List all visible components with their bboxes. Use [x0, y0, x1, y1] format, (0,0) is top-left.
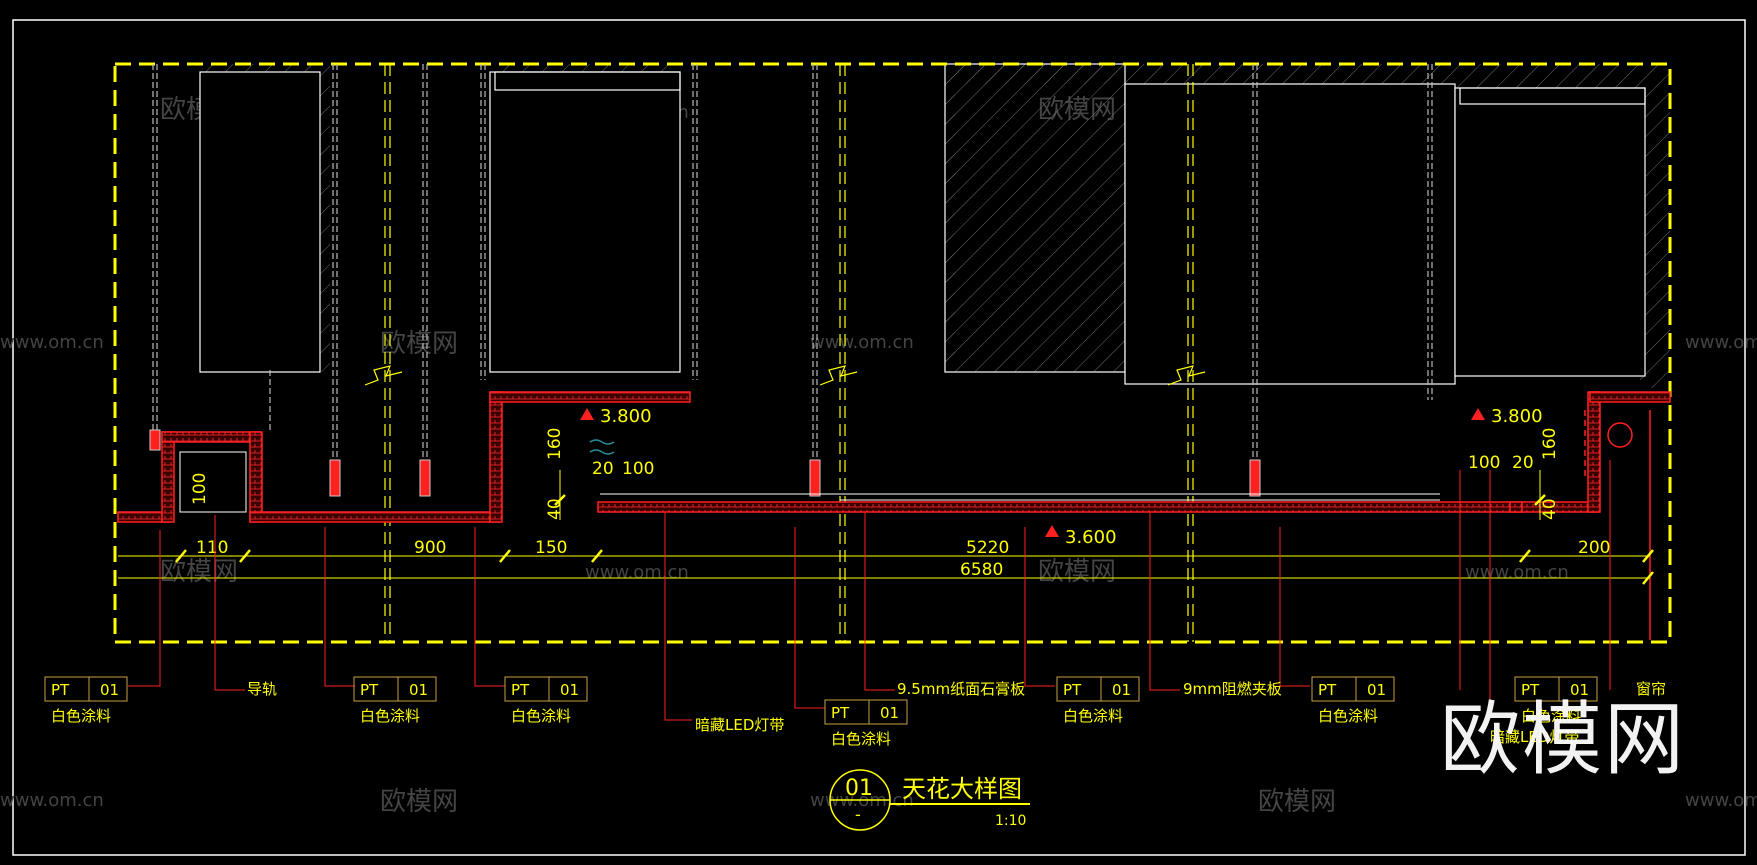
dimension-label: 40	[545, 498, 565, 520]
dimension-label: 100	[1468, 453, 1500, 473]
break-symbols	[364, 365, 1206, 386]
svg-text:01: 01	[880, 704, 899, 722]
svg-text:PT: PT	[1063, 681, 1082, 699]
svg-text:白色涂料: 白色涂料	[511, 707, 571, 725]
svg-text:01: 01	[560, 681, 579, 699]
beam-block	[1124, 83, 1456, 385]
svg-text:PT: PT	[1318, 681, 1337, 699]
ceiling-lines	[179, 451, 1440, 513]
dimension-label: 100	[622, 459, 654, 479]
material-tag: PT 01 白色涂料	[353, 676, 437, 725]
hanger-rods	[152, 64, 1433, 470]
watermark-url: www.om.cn	[1685, 332, 1757, 353]
watermark-brand: 欧模网	[160, 557, 238, 587]
svg-text:白色涂料: 白色涂料	[1063, 707, 1123, 725]
dimension-label: 160	[545, 428, 565, 460]
callout-led-right: 暗藏LED灯带	[1490, 728, 1579, 746]
watermark-url: www.om.cn	[810, 332, 914, 353]
dimension-ticks	[175, 494, 1654, 585]
dimension-label: 900	[414, 538, 446, 558]
svg-text:PT: PT	[831, 704, 850, 722]
svg-text:01: 01	[1112, 681, 1131, 699]
watermark-url: www.om.cn	[1685, 790, 1757, 811]
callout-rail: 导轨	[247, 680, 277, 698]
concrete-slab	[115, 63, 1670, 388]
gypsum-board-profile	[117, 391, 1671, 523]
dimension-label: 100	[190, 473, 210, 505]
hanger-brackets	[149, 429, 1261, 497]
svg-text:白色涂料: 白色涂料	[831, 730, 891, 748]
sheet-frame	[12, 19, 1746, 856]
svg-text:白色涂料: 白色涂料	[51, 707, 111, 725]
watermark-brand: 欧模网	[1258, 787, 1336, 817]
dimension-label: 20	[592, 459, 614, 479]
svg-text:01: 01	[100, 681, 119, 699]
watermark-url: www.om.cn	[0, 332, 104, 353]
watermark-brand: 欧模网	[380, 329, 458, 359]
callout-led-left: 暗藏LED灯带	[695, 716, 784, 734]
svg-text:白色涂料: 白色涂料	[1318, 707, 1378, 725]
callout-curtain: 窗帘	[1636, 680, 1666, 698]
dimension-label: 6580	[960, 560, 1003, 580]
leader-lines	[128, 460, 1611, 721]
svg-text:01: 01	[409, 681, 428, 699]
dimension-lines	[118, 470, 1650, 579]
title-block: 01 - 天花大样图 1:10	[829, 769, 1030, 831]
dimension-label: 110	[196, 538, 228, 558]
beam-block	[199, 71, 321, 373]
dimension-label: 40	[1540, 498, 1560, 520]
dimension-label: 150	[535, 538, 567, 558]
drawing-scale: 1:10	[995, 813, 1026, 829]
break-lines	[384, 64, 1194, 642]
beam-block	[1454, 87, 1646, 377]
svg-text:PT: PT	[51, 681, 70, 699]
elevation-label: 3.600	[1065, 527, 1117, 548]
detail-number: 01	[845, 776, 873, 801]
curtain-box	[1584, 410, 1651, 640]
watermark-logo: 欧模网	[1440, 693, 1686, 786]
dimension-labels: 100 110 900 150 160 20 100 40 5220 6580 …	[190, 428, 1610, 580]
dimension-label: 160	[1540, 428, 1560, 460]
beam-block	[944, 63, 1126, 373]
svg-text:PT: PT	[1521, 681, 1540, 699]
watermark-url: www.om.cn	[1465, 562, 1569, 583]
svg-text:PT: PT	[511, 681, 530, 699]
material-tag: PT 01 白色涂料	[1056, 676, 1140, 725]
watermark-url: www.om.cn	[585, 562, 689, 583]
svg-text:白色涂料: 白色涂料	[1521, 707, 1581, 725]
callout-gypsum: 9.5mm纸面石膏板	[897, 680, 1025, 698]
elevation-label: 3.800	[1491, 406, 1543, 427]
beam-block	[489, 71, 681, 373]
detail-sub-number: -	[855, 805, 861, 824]
material-tag: PT 01 白色涂料	[44, 676, 128, 725]
svg-text:01: 01	[1570, 681, 1589, 699]
dimension-label: 20	[1512, 453, 1534, 473]
material-tag: PT 01 白色涂料	[1514, 676, 1598, 725]
dimension-label: 5220	[966, 538, 1009, 558]
svg-text:01: 01	[1367, 681, 1386, 699]
svg-text:白色涂料: 白色涂料	[360, 707, 420, 725]
material-tag: PT 01 白色涂料	[824, 699, 908, 748]
led-light-icon	[589, 439, 615, 455]
material-tag: PT 01 白色涂料	[1311, 676, 1395, 725]
dimension-label: 200	[1578, 538, 1610, 558]
svg-text:PT: PT	[360, 681, 379, 699]
material-tag: PT 01 白色涂料	[504, 676, 588, 725]
drawing-title: 天花大样图	[902, 775, 1022, 803]
callout-labels: 导轨 暗藏LED灯带 9.5mm纸面石膏板 9mm阻燃夹板 暗藏LED灯带 窗帘	[247, 680, 1666, 746]
watermark-url: www.om.cn	[0, 790, 104, 811]
watermark-brand: 欧模网	[1038, 557, 1116, 587]
watermark-brand: 欧模网	[380, 787, 458, 817]
drawing-border	[113, 62, 1672, 644]
elevation-markers: 3.800 3.600 3.800	[580, 406, 1543, 548]
callout-plywood: 9mm阻燃夹板	[1183, 680, 1282, 698]
elevation-label: 3.800	[600, 406, 652, 427]
